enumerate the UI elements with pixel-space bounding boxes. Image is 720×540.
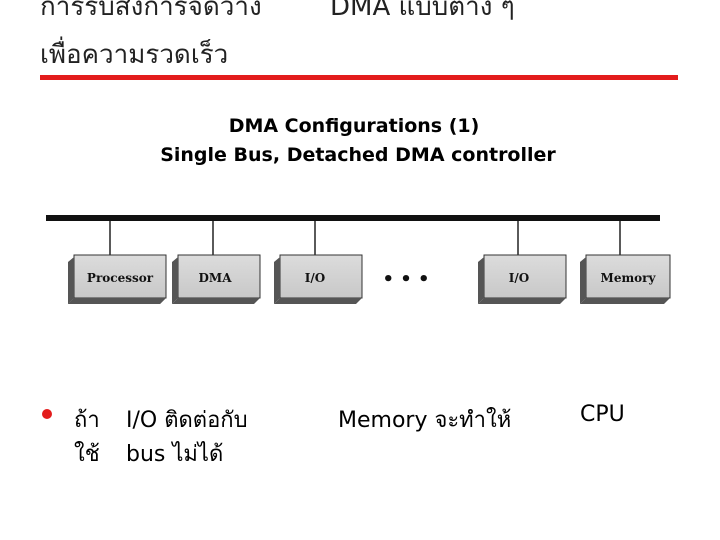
module-label-io-2: I/O: [509, 271, 529, 285]
module-label-memory: Memory: [601, 271, 657, 285]
module-memory: Memory: [580, 254, 671, 304]
module-label-processor: Processor: [87, 271, 154, 285]
bullet-icon: [42, 409, 52, 419]
slide-title-part1: การรับส่งการจัดวาง: [40, 0, 262, 22]
slide-title-line1: การรับส่งการจัดวาง DMA แบบต่าง ๆ: [40, 0, 720, 27]
figure-caption-line2: Single Bus, Detached DMA controller: [160, 144, 556, 166]
slide-title-part2: DMA แบบต่าง ๆ: [330, 0, 515, 22]
module-processor: Processor: [68, 254, 167, 304]
title-divider: [40, 75, 678, 80]
bullet-l2-a: ใช้: [74, 442, 100, 467]
module-io-1: I/O: [274, 254, 363, 304]
bullet-l2-b: bus ไม่ได้: [126, 442, 224, 467]
bullet-l1-d: CPU: [580, 402, 625, 427]
module-io-2: I/O: [478, 254, 567, 304]
module-label-dma: DMA: [199, 271, 233, 285]
bullet-l1-a: ถ้า: [74, 408, 100, 433]
figure-caption-line1: DMA Configurations (1): [228, 115, 480, 137]
dma-bus-diagram: Processor DMA I/O • • • I/O Memory: [46, 215, 671, 304]
module-label-io-1: I/O: [305, 271, 325, 285]
module-dma: DMA: [172, 254, 261, 304]
slide-title-line2: เพื่อความรวดเร็ว: [40, 40, 229, 70]
bullet-l1-b: I/O ติดต่อกับ: [126, 408, 248, 433]
bullet-l1-c: Memory จะทำให้: [338, 408, 512, 433]
module-ellipsis: • • •: [382, 269, 429, 290]
bus-connectors: [109, 221, 621, 257]
system-bus-line: [46, 215, 660, 221]
